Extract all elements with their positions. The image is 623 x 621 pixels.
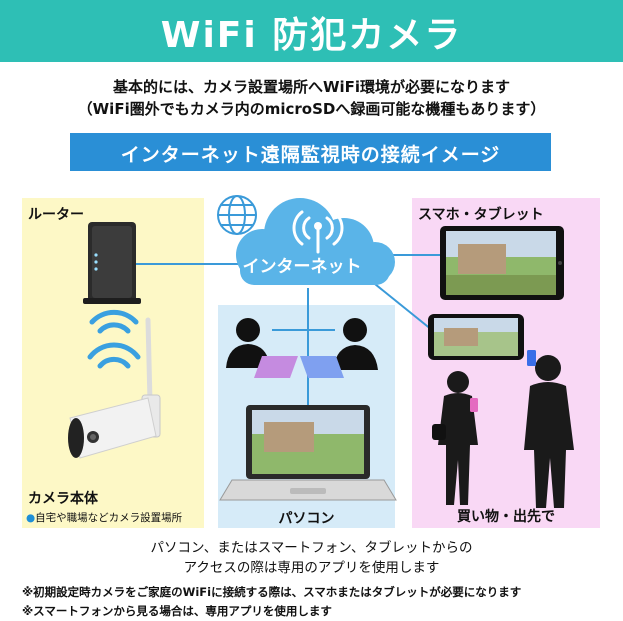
camera-note-bullet: ● bbox=[26, 512, 36, 524]
laptop-icon bbox=[219, 405, 397, 501]
wifi-signal-icon bbox=[87, 309, 141, 369]
router-icon bbox=[83, 222, 141, 304]
camera-note-text: 自宅や職場などカメラ設置場所 bbox=[35, 512, 183, 524]
smartphone-icon bbox=[428, 314, 524, 360]
camera-note: ●自宅や職場などカメラ設置場所 bbox=[26, 510, 182, 525]
title-banner bbox=[0, 0, 623, 62]
intro-line-2: （WiFi圏外でもカメラ内のmicroSDへ録画可能な機種もあります） bbox=[77, 100, 546, 118]
subtitle-banner bbox=[70, 133, 551, 171]
globe-icon bbox=[217, 195, 257, 235]
people-silhouettes-icon bbox=[226, 318, 378, 370]
internet-label: インターネット bbox=[242, 257, 362, 277]
mini-laptops-icon bbox=[254, 356, 344, 378]
pc-label: パソコン bbox=[278, 511, 335, 527]
camera-label: カメラ本体 bbox=[28, 491, 98, 507]
security-camera-icon bbox=[68, 317, 161, 459]
intro-line-1: 基本的には、カメラ設置場所へWiFi環境が必要になります bbox=[112, 78, 511, 96]
footnote-2: ※スマートフォンから見る場合は、専用アプリを使用します bbox=[22, 604, 332, 618]
caption-line-1: パソコン、またはスマートフォン、タブレットからの bbox=[150, 540, 473, 556]
page-title: WiFi 防犯カメラ bbox=[160, 15, 463, 56]
cloud-phone-line bbox=[369, 279, 433, 331]
pink-phone-icon bbox=[470, 398, 478, 412]
antenna-dot bbox=[314, 222, 322, 230]
cloud-icon bbox=[236, 198, 395, 285]
blue-phone-icon bbox=[527, 350, 536, 366]
router-label: ルーター bbox=[28, 207, 84, 223]
smartphone-tablet-label: スマホ・タブレット bbox=[418, 207, 544, 223]
antenna-icon bbox=[292, 210, 344, 254]
caption-line-2: アクセスの際は専用のアプリを使用します bbox=[183, 560, 440, 576]
footnote-1: ※初期設定時カメラをご家庭のWiFiに接続する際は、スマホまたはタブレットが必要… bbox=[22, 585, 522, 599]
shoppers-silhouettes-icon bbox=[432, 355, 574, 508]
diagram-subtitle: インターネット遠隔監視時の接続イメージ bbox=[120, 144, 501, 166]
shopping-label: 買い物・出先で bbox=[457, 509, 555, 525]
tablet-icon bbox=[440, 226, 564, 300]
